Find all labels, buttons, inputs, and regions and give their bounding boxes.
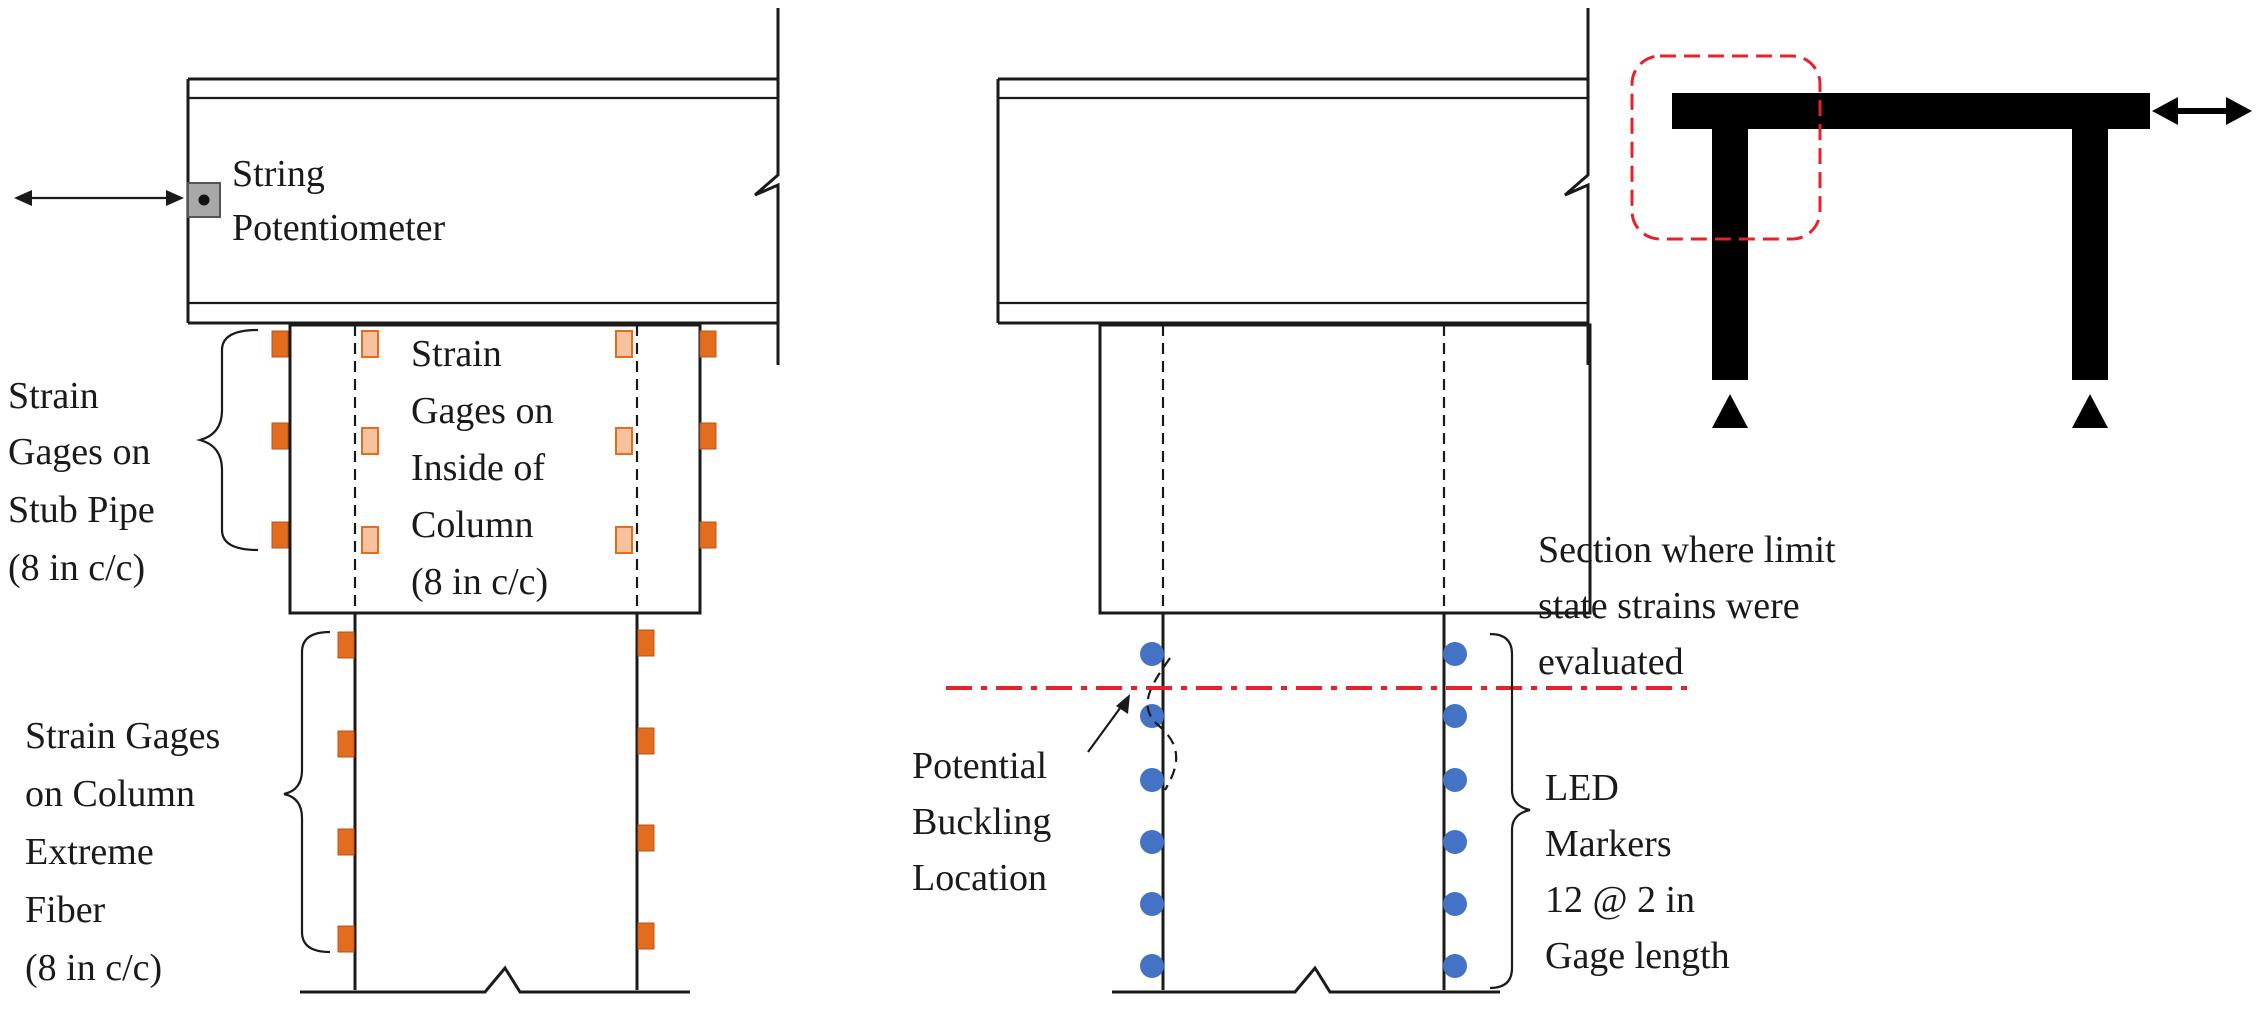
gage-marker: [361, 330, 379, 358]
gage-marker: [637, 922, 655, 950]
stub-pipe-gages-label-line-2: Gages on: [8, 431, 150, 473]
gage-marker: [699, 330, 717, 358]
led-label-line-2: Markers: [1545, 823, 1672, 865]
section-label-line-2: state strains were: [1538, 585, 1800, 627]
gage-marker: [637, 824, 655, 852]
right-stub-pipe: [1098, 323, 1592, 615]
led-label-line-4: Gage length: [1545, 935, 1730, 977]
led-marker: [1443, 704, 1467, 728]
gage-marker: [271, 521, 289, 549]
extreme-fiber-label-line-2: on Column: [25, 773, 195, 815]
frame-arrow-head-left: [2152, 97, 2178, 125]
led-marker: [1443, 830, 1467, 854]
gage-marker: [271, 330, 289, 358]
right-column-break-line: [1112, 965, 1500, 994]
buckling-label-line-1: Potential: [912, 745, 1047, 787]
buckling-label-line-3: Location: [912, 857, 1047, 899]
frame-beam: [1672, 93, 2150, 129]
inside-gages-label-line-2: Gages on: [411, 390, 553, 432]
right-cap-beam: [996, 8, 1590, 365]
gage-marker: [615, 330, 633, 358]
inside-gages-label-line-3: Inside of: [411, 447, 545, 489]
stub-pipe-gages-brace: [195, 328, 259, 552]
stub-pipe-gages-label-line-1: Strain: [8, 375, 99, 417]
inside-column-gages: [361, 330, 633, 554]
frame-arrow-head-right: [2226, 97, 2252, 125]
right-support-icon: [2072, 394, 2108, 428]
led-marker: [1140, 642, 1164, 666]
gage-marker: [337, 828, 355, 856]
stub-pipe-gages-label-line-3: Stub Pipe: [8, 489, 155, 531]
left-arrow-head-right: [166, 190, 184, 206]
string-potentiometer: String Potentiometer: [14, 153, 446, 249]
stub-pipe-gages-label-line-4: (8 in c/c): [8, 547, 145, 589]
right-column: [1112, 613, 1500, 994]
gage-marker: [615, 427, 633, 455]
gage-marker: [637, 727, 655, 755]
led-marker: [1140, 768, 1164, 792]
stub-pipe-gages: [271, 330, 717, 549]
gage-marker: [337, 631, 355, 659]
buckling-label-line-2: Buckling: [912, 801, 1051, 843]
extreme-fiber-gages-brace: [283, 630, 331, 954]
led-label-line-1: LED: [1545, 767, 1619, 809]
gage-marker: [699, 422, 717, 450]
frame-column-right: [2072, 128, 2108, 380]
extreme-fiber-label-line-5: (8 in c/c): [25, 947, 162, 989]
gage-marker: [361, 526, 379, 554]
potentiometer-dot-icon: [198, 194, 210, 206]
right-break-line: [1564, 8, 1590, 365]
gage-marker: [271, 422, 289, 450]
led-markers-brace: [1489, 632, 1531, 990]
detail-callout-box: [1630, 54, 1822, 241]
led-marker: [1140, 830, 1164, 854]
gage-marker: [699, 521, 717, 549]
led-marker: [1140, 704, 1164, 728]
gage-marker: [361, 427, 379, 455]
gage-marker: [637, 629, 655, 657]
led-marker: [1140, 892, 1164, 916]
buckling-arrow: [1087, 699, 1127, 753]
led-marker: [1140, 954, 1164, 978]
string-potentiometer-label-line-1: String: [232, 153, 325, 195]
left-panel: String Potentiometer: [8, 8, 780, 994]
led-label-line-3: 12 @ 2 in: [1545, 879, 1695, 921]
right-panel: Section where limit state strains were e…: [912, 8, 1836, 994]
stub-pipe: [288, 323, 702, 615]
extreme-fiber-label-line-3: Extreme: [25, 831, 154, 873]
led-markers: [1140, 642, 1467, 978]
buckling-arrow-head: [1116, 694, 1130, 714]
frame-column-left: [1712, 128, 1748, 380]
led-marker: [1443, 768, 1467, 792]
inside-gages-label-line-1: Strain: [411, 333, 502, 375]
inside-gages-label-line-4: Column: [411, 504, 533, 546]
led-marker: [1443, 642, 1467, 666]
frame-schematic: [1630, 54, 2252, 428]
gage-marker: [337, 925, 355, 953]
left-support-icon: [1712, 394, 1748, 428]
led-marker: [1443, 954, 1467, 978]
string-potentiometer-label-line-2: Potentiometer: [232, 207, 446, 249]
gage-marker: [615, 526, 633, 554]
left-break-line: [754, 8, 780, 365]
extreme-fiber-gages: [337, 629, 655, 953]
left-column-break-line: [300, 965, 690, 994]
extreme-fiber-label-line-4: Fiber: [25, 889, 106, 931]
gage-marker: [337, 730, 355, 758]
buckling-bulge: [1146, 657, 1178, 791]
inside-gages-label-line-5: (8 in c/c): [411, 561, 548, 603]
led-marker: [1443, 892, 1467, 916]
left-arrow-head-left: [14, 190, 32, 206]
section-label-line-3: evaluated: [1538, 641, 1684, 683]
left-column: [300, 613, 690, 994]
section-label-line-1: Section where limit: [1538, 529, 1836, 571]
extreme-fiber-label-line-1: Strain Gages: [25, 715, 220, 757]
